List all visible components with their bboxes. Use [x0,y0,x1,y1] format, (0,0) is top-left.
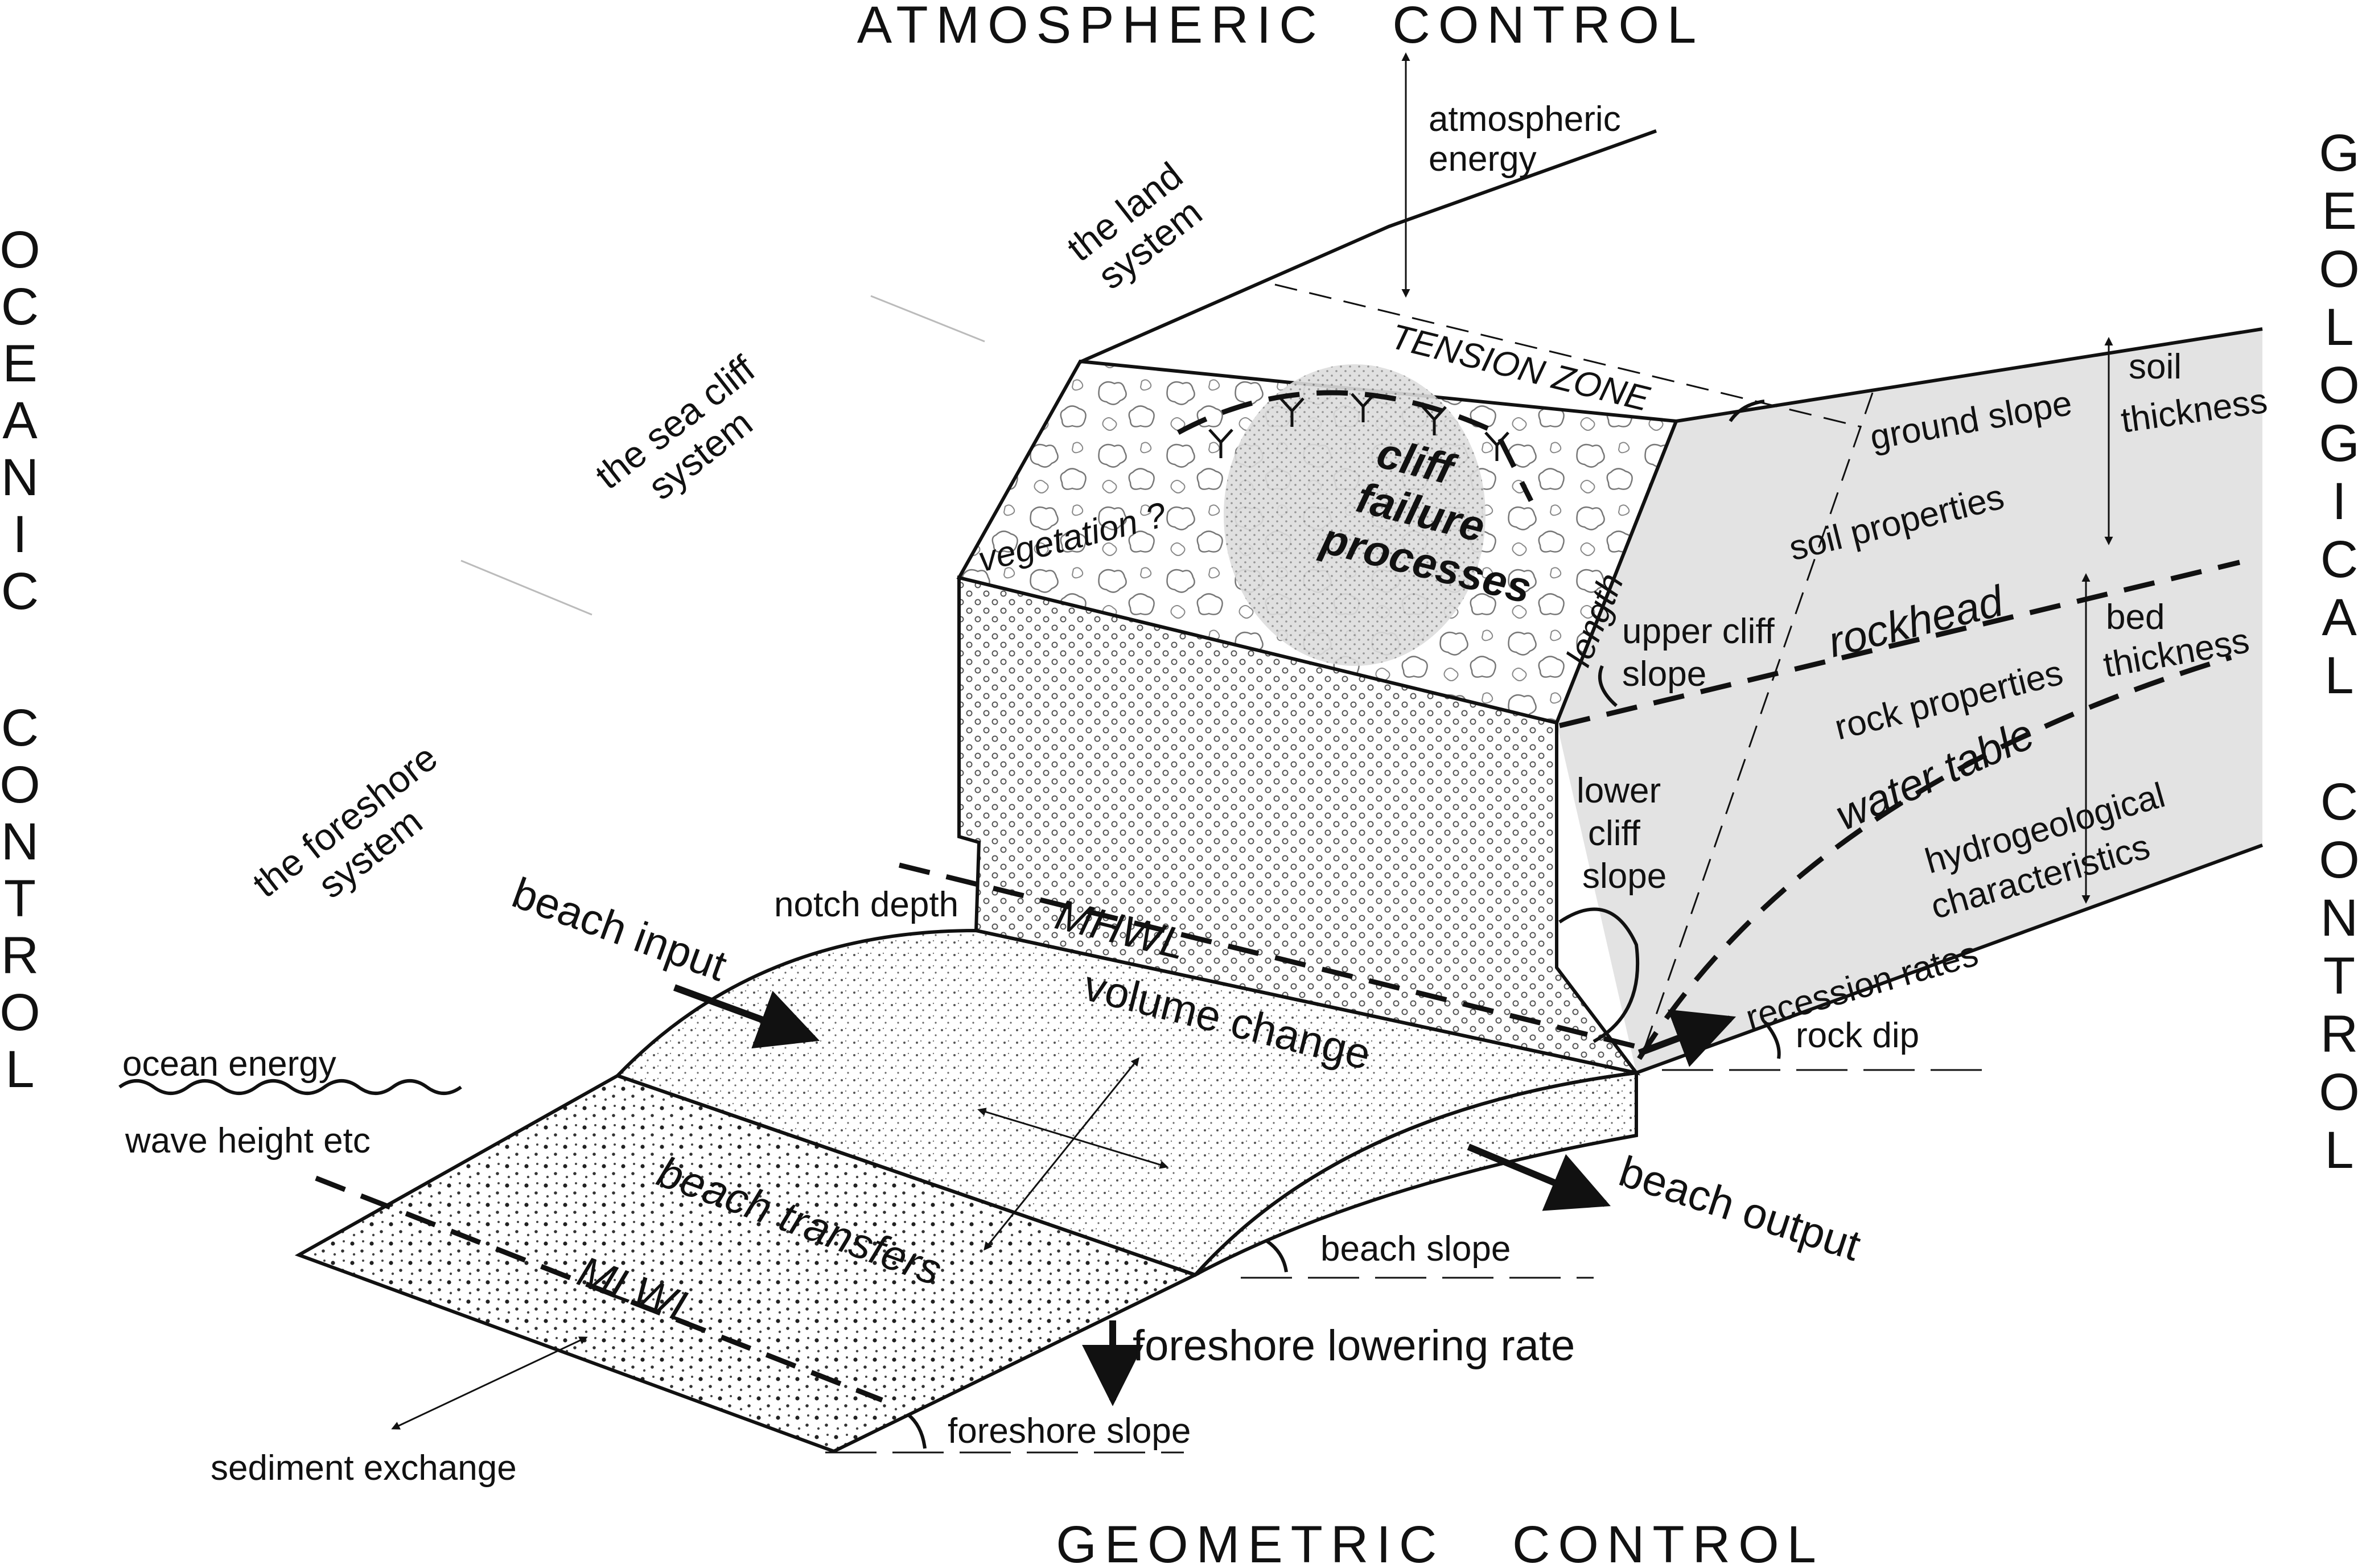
base-line [1635,843,2264,1075]
foreshore-slope-label: foreshore slope [948,1411,1191,1451]
bed-thickness-label: bed [2106,598,2165,637]
water-table-line [1637,655,2232,1060]
geological-col-letter: O [2319,1063,2360,1121]
oceanic-col-letter: R [1,927,39,985]
beach-output-label: beach output [1614,1147,1866,1270]
volume-change-arrow-b [984,1057,1139,1251]
oceanic-col-letter: N [1,813,39,871]
geological-col-letter: C [2320,530,2358,588]
foreshore-lowering-label: foreshore lowering rate [1133,1322,1575,1370]
geometric-control-label: GEOMETRIC CONTROL [1056,1516,1824,1568]
oceanic-col-letter: T [4,870,36,928]
geological-col-letter: L [2324,1121,2353,1179]
geological-col-letter: O [2319,240,2360,298]
rock-dip-label: rock dip [1796,1016,1919,1055]
oceanic-col-letter: I [13,505,27,563]
atmospheric-energy-label-2: energy [1429,139,1537,179]
mlwl-line [315,1175,883,1403]
mhwl-line [898,862,1640,1050]
lower-cliff-slope-label-3: slope [1582,857,1667,896]
wave-height-label: wave height etc [125,1121,371,1160]
geological-col-letter: G [2319,414,2360,472]
land-surface-dashed [1274,283,1862,428]
upper-cliff-slope-label-2: slope [1622,655,1706,694]
sediment-exchange-arrow [391,1336,588,1430]
oceanic-col-letter: L [5,1040,34,1098]
system-divider-upper [870,295,985,343]
ocean-energy-label: ocean energy [122,1044,336,1084]
cliff-failure-zone [1224,364,1486,666]
foreshore-system-label: the foreshore system [245,736,445,906]
upper-cliff-slope-arc [1598,665,1618,707]
soil-properties-line [1644,392,1874,1048]
sea-cliff-system-label: the sea cliff system [587,347,763,508]
beach-slope-arc [1265,1239,1288,1273]
oceanic-col-letter: C [1,278,39,336]
oceanic-col-letter: N [1,448,39,507]
ground-slope-arc [1729,400,1765,422]
soil-thickness-label: soil [2129,347,2182,386]
rock-dip-arc [1763,1020,1781,1059]
land-system-label: the land system [1059,154,1210,297]
geological-col-letter: L [2324,647,2353,705]
oceanic-col-letter: A [2,392,38,450]
atmospheric-energy-label: atmospheric [1429,100,1621,139]
geological-col-letter: O [2319,356,2360,414]
upper-cliff-slope-label: upper cliff [1622,612,1775,651]
geological-col-letter: O [2319,831,2360,889]
geological-col-letter: N [2320,889,2358,947]
notch-depth-label: notch depth [774,885,958,924]
tension-zone-arc [1176,390,1534,503]
tension-crack-icon [1208,393,1509,461]
oceanic-col-letter: C [1,699,39,757]
geological-col-letter: C [2320,773,2358,831]
geological-col-letter: G [2319,124,2360,182]
beach-output-arrow [1467,1143,1611,1211]
ocean-wave-icon [118,1079,462,1095]
beach-slope-label: beach slope [1320,1229,1511,1269]
geological-col-letter: E [2322,182,2356,240]
geological-col-letter: I [2332,472,2347,530]
oceanic-col-letter: O [0,756,40,814]
geological-col-letter: R [2320,1005,2358,1063]
system-divider-lower [460,559,592,616]
oceanic-col-letter: E [2,335,37,393]
recession-rate-arrow [1637,1009,1737,1067]
land-surface-line [1080,129,1657,363]
lower-cliff-slope-label-2: cliff [1588,814,1641,853]
oceanic-col-letter: O [0,221,40,279]
oceanic-col-letter: O [0,983,40,1042]
beach-input-arrow [673,984,820,1049]
atmospheric-control-label: ATMOSPHERIC CONTROL [857,0,1704,54]
geological-col-letter: A [2322,588,2357,647]
sediment-exchange-label: sediment exchange [211,1448,517,1488]
beach-input-label: beach input [506,869,733,990]
oceanic-col-letter: C [1,562,39,620]
lower-cliff-slope-arc [1558,907,1640,1043]
rockhead-line [1558,559,2241,729]
geological-col-letter: L [2324,298,2353,356]
geological-col-letter: T [2323,947,2355,1005]
lower-cliff-slope-label: lower [1577,771,1661,810]
foreshore-slope-arc [907,1413,927,1449]
